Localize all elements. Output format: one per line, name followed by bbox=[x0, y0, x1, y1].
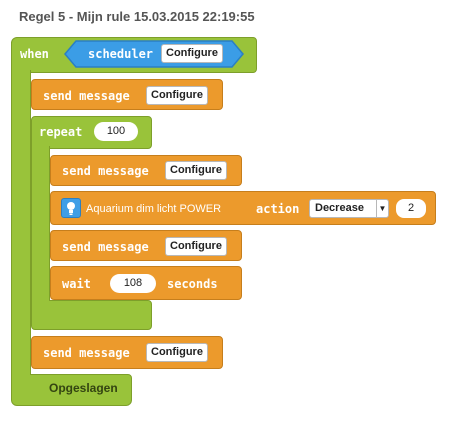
send-message-label-4: send message bbox=[43, 346, 130, 360]
scheduler-label: scheduler bbox=[88, 47, 154, 61]
device-name: Aquarium dim licht POWER bbox=[86, 203, 222, 215]
send-message-label-3: send message bbox=[62, 240, 149, 254]
repeat-join-bottom bbox=[32, 297, 49, 303]
send-message-label-2: send message bbox=[62, 164, 149, 178]
rule-title: Regel 5 - Mijn rule 15.03.2015 22:19:55 bbox=[19, 9, 255, 24]
when-join-top bbox=[12, 69, 30, 77]
when-footer bbox=[11, 374, 132, 406]
send-message-configure-button-3[interactable]: Configure bbox=[165, 237, 227, 256]
repeat-footer bbox=[31, 300, 152, 330]
chevron-down-icon[interactable]: ▼ bbox=[376, 200, 388, 217]
action-value-input[interactable]: 2 bbox=[396, 199, 426, 218]
wait-value-input[interactable]: 108 bbox=[110, 274, 156, 293]
saved-status-label: Opgeslagen bbox=[49, 381, 118, 395]
repeat-arm bbox=[31, 146, 50, 306]
lightbulb-icon bbox=[61, 198, 81, 218]
when-join-bottom bbox=[12, 370, 30, 378]
send-message-configure-button-2[interactable]: Configure bbox=[165, 161, 227, 180]
when-keyword: when bbox=[20, 47, 49, 61]
scheduler-configure-button[interactable]: Configure bbox=[161, 44, 223, 63]
repeat-keyword: repeat bbox=[39, 125, 83, 139]
action-select[interactable]: Decrease ▼ bbox=[309, 199, 389, 218]
wait-unit-label: seconds bbox=[167, 277, 218, 291]
repeat-join-top bbox=[32, 145, 49, 151]
wait-keyword: wait bbox=[62, 277, 91, 291]
wait-block[interactable] bbox=[50, 266, 242, 300]
send-message-configure-button-4[interactable]: Configure bbox=[146, 343, 208, 362]
action-keyword: action bbox=[256, 202, 300, 216]
send-message-configure-button-1[interactable]: Configure bbox=[146, 86, 208, 105]
send-message-label-1: send message bbox=[43, 89, 130, 103]
repeat-count-input[interactable]: 100 bbox=[94, 122, 138, 141]
action-select-value: Decrease bbox=[315, 202, 364, 214]
when-arm bbox=[11, 70, 31, 380]
